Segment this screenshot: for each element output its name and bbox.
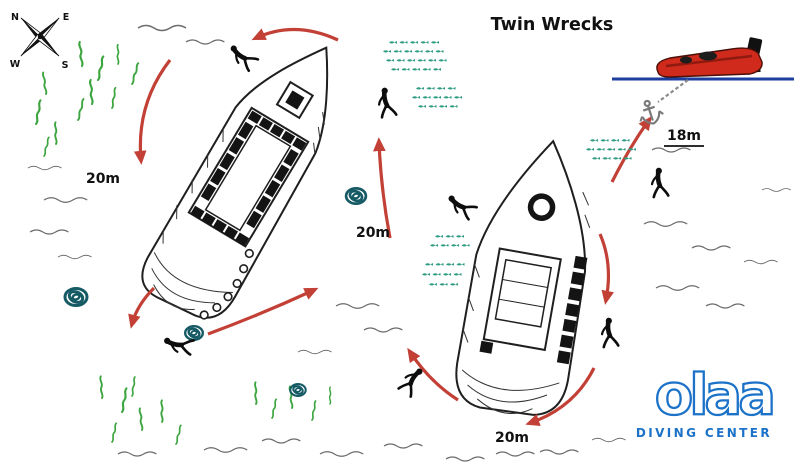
compass-north-label: N	[11, 12, 19, 23]
route-arrow	[207, 287, 319, 336]
page-title: Twin Wrecks	[491, 15, 614, 35]
fish-school	[383, 41, 447, 71]
large-wreck-portholes	[199, 248, 254, 320]
route-arrow	[251, 27, 339, 42]
route-arrow	[407, 347, 459, 402]
diver-icon	[444, 193, 476, 220]
fish-school	[586, 139, 636, 160]
route-arrow	[610, 115, 652, 183]
route-arrow	[128, 286, 156, 329]
diver-icon	[375, 86, 397, 118]
small-wreck	[455, 139, 591, 416]
small-wreck-bow-porthole	[527, 193, 556, 221]
compass-east-label: E	[63, 12, 70, 23]
small-wreck-side-hatches	[479, 255, 588, 365]
route-arrow	[373, 137, 392, 239]
compass-west-label: W	[10, 59, 21, 70]
compass-south-label: S	[62, 60, 69, 71]
fish-school	[430, 235, 470, 247]
depth-label-bottom: 20m	[495, 430, 529, 446]
depth-label-anchor: 18m	[667, 128, 701, 144]
diver-icon	[599, 317, 618, 348]
small-wreck-cabin-opening	[494, 258, 553, 328]
route-arrow	[525, 367, 596, 427]
small-wreck-hull-shading	[461, 191, 591, 414]
logo-subtitle: DIVING CENTER	[636, 426, 772, 440]
large-wreck	[141, 46, 329, 320]
large-wreck-hold-opening	[204, 124, 292, 232]
logo-wordmark: olaa	[655, 363, 772, 428]
dive-center-logo: olaa DIVING CENTER	[636, 362, 777, 440]
anchor-chain	[657, 79, 689, 103]
dive-route	[128, 27, 652, 427]
anchor-icon	[639, 99, 664, 125]
small-wreck-cabin-detail	[498, 278, 548, 308]
diver-icon	[649, 167, 668, 198]
large-wreck-hatch-covers	[190, 110, 307, 246]
route-arrow	[598, 233, 614, 305]
fish-school	[412, 87, 462, 108]
diver-icon	[226, 43, 258, 72]
fish-school	[422, 263, 465, 286]
compass-rose-icon: N E W S	[10, 12, 69, 71]
depth-label-middle: 20m	[356, 225, 390, 241]
route-arrow	[133, 59, 172, 165]
dive-boat	[656, 37, 763, 78]
large-wreck-bow-hatch	[285, 90, 305, 110]
large-wreck-hull-shading	[151, 111, 325, 310]
depth-label-left: 20m	[86, 171, 120, 187]
